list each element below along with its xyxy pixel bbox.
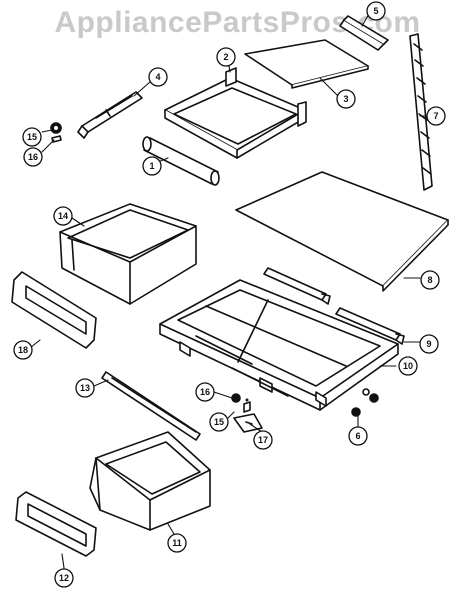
- callout-16-top-label: 16: [28, 152, 38, 162]
- callout-2-label: 2: [223, 52, 228, 62]
- part-15-16-fasteners-top: [50, 122, 62, 143]
- callout-17: 17: [253, 430, 273, 450]
- callout-1-label: 1: [149, 161, 154, 171]
- callout-8-label: 8: [427, 275, 432, 285]
- callout-11: 11: [167, 533, 187, 553]
- callout-16-lower-label: 16: [200, 387, 210, 397]
- callout-11-label: 11: [172, 538, 182, 548]
- callout-15-lower: 15: [209, 412, 229, 432]
- part-18-drawer-front: [11, 271, 97, 349]
- callout-4-label: 4: [155, 72, 160, 82]
- callout-7: 7: [426, 106, 446, 126]
- callout-9-label: 9: [426, 339, 431, 349]
- callout-15-lower-label: 15: [214, 417, 224, 427]
- part-12-drawer-front: [15, 491, 97, 557]
- callout-6: 6: [348, 426, 368, 446]
- part-6-screws: [351, 388, 379, 417]
- part-13-rail: [101, 371, 201, 441]
- callout-15-top-label: 15: [27, 132, 37, 142]
- callout-5: 5: [366, 1, 386, 21]
- callout-6-label: 6: [355, 431, 360, 441]
- callout-3-label: 3: [343, 94, 348, 104]
- part-7-ladder-rail: [409, 33, 433, 191]
- part-15-16-fasteners-lower: [231, 393, 251, 413]
- callout-10-label: 10: [403, 361, 413, 371]
- part-10-shelf-frame: [159, 279, 399, 411]
- callout-18: 18: [13, 340, 33, 360]
- callout-8: 8: [420, 270, 440, 290]
- part-4-rail: [77, 91, 143, 139]
- callout-3: 3: [336, 89, 356, 109]
- part-3-glass-shelf: [244, 39, 369, 89]
- part-1-rod: [142, 136, 220, 186]
- callout-18-label: 18: [18, 345, 28, 355]
- callout-13: 13: [75, 378, 95, 398]
- part-14-crisper-drawer: [59, 203, 197, 305]
- callout-12: 12: [54, 568, 74, 588]
- callout-16-lower: 16: [195, 382, 215, 402]
- callout-13-label: 13: [80, 383, 90, 393]
- part-9-rails: [263, 267, 405, 345]
- callout-1: 1: [142, 156, 162, 176]
- callout-10: 10: [398, 356, 418, 376]
- part-5-rail: [339, 15, 389, 51]
- callout-17-label: 17: [258, 435, 268, 445]
- callout-4: 4: [148, 67, 168, 87]
- callout-15-top: 15: [22, 127, 42, 147]
- part-8-glass-shelf: [235, 171, 449, 292]
- callout-2: 2: [216, 47, 236, 67]
- callout-16-top: 16: [23, 147, 43, 167]
- callout-14: 14: [53, 206, 73, 226]
- callout-12-label: 12: [59, 573, 69, 583]
- callout-14-label: 14: [58, 211, 68, 221]
- part-2-shelf-tray: [164, 67, 307, 159]
- callout-7-label: 7: [433, 111, 438, 121]
- callout-9: 9: [419, 334, 439, 354]
- callout-5-label: 5: [373, 6, 378, 16]
- callouts: 5 3 2 4 7 15 16 1 14 8 9 18 10 13 16 15 …: [13, 1, 446, 588]
- part-11-crisper-drawer: [89, 431, 211, 531]
